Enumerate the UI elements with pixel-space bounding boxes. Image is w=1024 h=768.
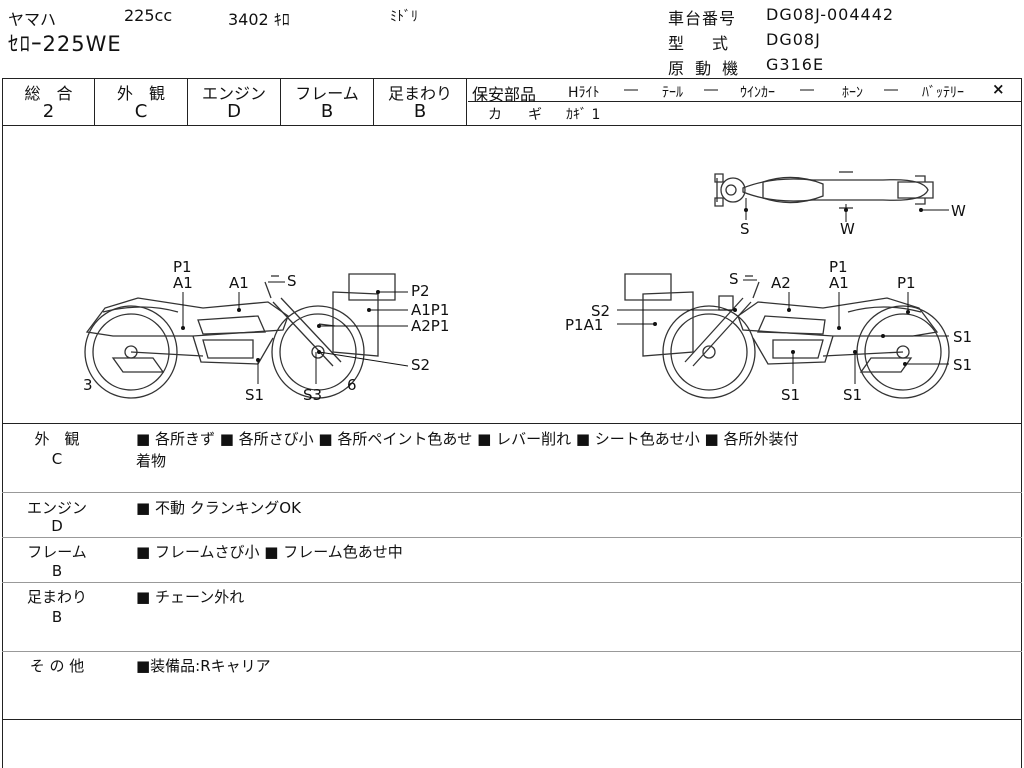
safety-horn: ﾎｰﾝ: [842, 85, 863, 101]
section-exterior-text: ■ 各所きず ■ 各所さび小 ■ 各所ペイント色あせ ■ レバー削れ ■ シート…: [136, 430, 799, 448]
safety-battery-mark: ×: [992, 80, 1005, 98]
section-exterior-grade: C: [51, 450, 63, 468]
grade-exterior-label: 外 観: [116, 84, 165, 103]
grade-suspension-value: B: [413, 101, 427, 122]
type-value: DG08J: [766, 30, 821, 49]
section-suspension-label: 足まわり: [26, 588, 87, 606]
section-other-label: そ の 他: [29, 657, 85, 675]
left-label-a1p1: A1P1: [411, 301, 449, 319]
section-frame-label: フレーム: [27, 543, 87, 561]
section-frame-text: ■ フレームさび小 ■ フレーム色あせ中: [136, 543, 403, 561]
right-label-s1-lower: S1: [953, 356, 972, 374]
left-side-bike: [84, 273, 396, 399]
grade-overall-label: 総 合: [24, 84, 73, 103]
safety-taillight-mark: ―: [704, 82, 718, 98]
damage-diagram: S W W P1 A1 A1 S P2 A1P1 A2P1 S2 3 S1 S3…: [83, 171, 972, 404]
safety-label: 保安部品: [472, 85, 537, 104]
section-suspension-text: ■ チェーン外れ: [136, 588, 245, 606]
section-other-text: ■装備品:Rキャリア: [136, 657, 271, 675]
color: ﾐﾄﾞﾘ: [390, 9, 418, 25]
section-engine-text: ■ 不動 クランキングOK: [136, 499, 301, 517]
frame-number-label: 車台番号: [668, 9, 737, 28]
engine-label: 原 動 機: [668, 59, 742, 78]
grade-exterior-value: C: [134, 101, 148, 122]
safety-headlight-mark: ―: [624, 82, 638, 98]
displacement: 225cc: [124, 6, 173, 25]
right-label-s1-center: S1: [843, 386, 862, 404]
section-exterior-label: 外 観: [34, 430, 80, 448]
safety-taillight: ﾃｰﾙ: [662, 85, 683, 101]
safety-winker: ｳｲﾝｶｰ: [740, 85, 775, 101]
right-label-p1-tank: P1: [829, 258, 848, 276]
safety-winker-mark: ―: [800, 82, 814, 98]
key-value: ｶｷﾞ 1: [566, 107, 601, 123]
left-label-s3: S3: [303, 386, 322, 404]
left-label-3: 3: [83, 376, 93, 394]
right-label-a2: A2: [771, 274, 791, 292]
left-label-p1: P1: [173, 258, 192, 276]
mileage: 3402 ｷﾛ: [228, 10, 290, 29]
engine-value: G316E: [766, 55, 825, 74]
frame-number-value: DG08J-004442: [766, 5, 895, 24]
left-label-a2p1: A2P1: [411, 317, 449, 335]
section-engine-grade: D: [51, 517, 63, 535]
right-label-p1a1: P1A1: [565, 316, 603, 334]
right-label-p1-seat: P1: [897, 274, 916, 292]
top-label-w-rear: W: [951, 202, 966, 220]
safety-horn-mark: ―: [884, 82, 898, 98]
right-side-bike: [624, 273, 950, 399]
type-label: 型 式: [668, 34, 735, 53]
section-frame-grade: B: [51, 562, 63, 580]
top-label-s: S: [740, 220, 750, 238]
section-exterior-text-cont: 着物: [136, 452, 167, 470]
left-label-s2: S2: [411, 356, 430, 374]
right-label-s-top: S: [729, 270, 739, 288]
right-label-s1-left: S1: [781, 386, 800, 404]
left-label-s-top: S: [287, 272, 297, 290]
top-label-w-center: W: [840, 220, 855, 238]
grade-overall-value: 2: [42, 101, 55, 122]
key-label: カ ギ: [488, 107, 548, 123]
left-label-a1-seat: A1: [173, 274, 193, 292]
left-label-s1: S1: [245, 386, 264, 404]
left-label-a1-tank: A1: [229, 274, 249, 292]
left-label-p2: P2: [411, 282, 430, 300]
safety-headlight: Hﾗｲﾄ: [568, 85, 600, 101]
safety-battery: ﾊﾞｯﾃﾘｰ: [922, 85, 964, 101]
right-label-s2: S2: [591, 302, 610, 320]
grade-suspension-label: 足まわり: [387, 84, 452, 103]
section-suspension-grade: B: [51, 608, 63, 626]
top-view-bike: [714, 171, 934, 209]
grade-frame-label: フレーム: [295, 84, 359, 103]
grade-frame-value: B: [320, 101, 334, 122]
maker: ヤマハ: [8, 10, 57, 29]
right-label-a1-tank: A1: [829, 274, 849, 292]
model-name: ｾﾛｰ225WE: [8, 32, 122, 56]
grade-engine-label: エンジン: [201, 84, 266, 103]
left-label-6: 6: [347, 376, 357, 394]
right-label-s1-upper: S1: [953, 328, 972, 346]
grade-engine-value: D: [227, 101, 241, 122]
section-engine-label: エンジン: [26, 499, 87, 517]
